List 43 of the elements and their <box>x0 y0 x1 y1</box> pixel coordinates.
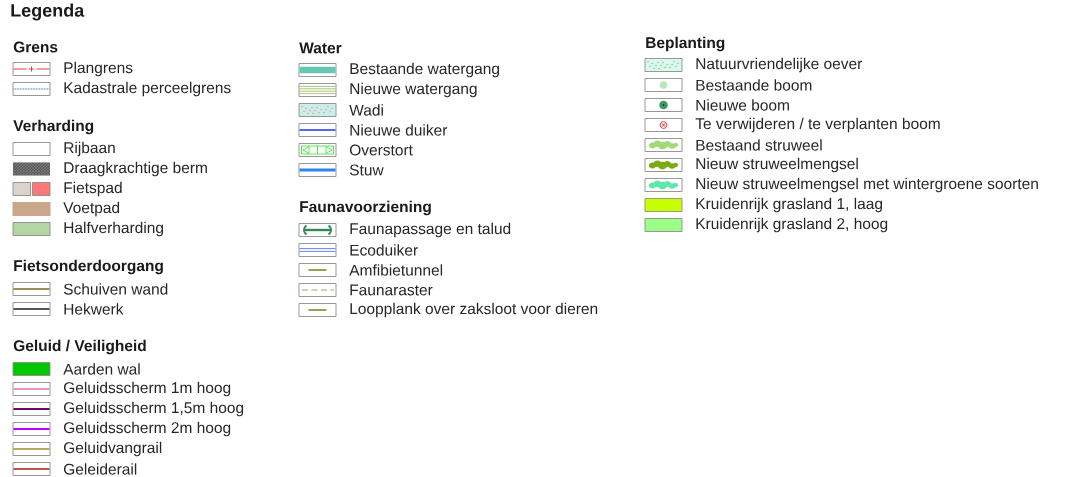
legend-label: Geluidsscherm 1m hoog <box>64 381 231 397</box>
legend-label: Nieuwe watergang <box>350 82 477 98</box>
legend-label: Bestaand struweel <box>696 139 822 151</box>
section-heading: Faunavoorziening <box>300 200 431 216</box>
section-heading: Beplanting <box>646 36 725 52</box>
legend-label: Geluidsscherm 2m hoog <box>64 421 231 437</box>
legend-label: Rijbaan <box>64 141 115 157</box>
legend-label: Schuiven wand <box>63 283 168 295</box>
legend-label: Nieuw struweelmengsel met wintergroene soorten <box>696 177 1038 193</box>
legend-label: Geleiderail <box>64 463 137 475</box>
legend-label: Te verwijderen / te verplanten boom <box>695 117 940 133</box>
legend-label: Bestaande watergang <box>350 62 499 78</box>
section-heading: Fietsonderdoorgang <box>14 259 163 275</box>
legend-label: Bestaande boom <box>696 79 812 91</box>
legend-label: Kadastrale perceelgrens <box>64 81 231 97</box>
legend-title: Legenda <box>11 3 85 21</box>
legend-label: Voetpad <box>63 201 120 217</box>
legend-label: Overstort <box>349 144 413 156</box>
legend-label: Geluidvangrail <box>64 441 162 457</box>
legend-label: Hekwerk <box>64 303 124 315</box>
section-heading: Verharding <box>13 119 94 135</box>
section-heading: Geluid / Veiligheid <box>13 339 146 355</box>
legend-label: Faunaraster <box>350 284 433 296</box>
legend-label: Nieuwe duiker <box>350 124 448 136</box>
legend-label: Aarden wal <box>63 363 140 375</box>
legend-label: Draagkrachtige berm <box>64 161 207 177</box>
legend-label: Wadi <box>349 104 383 116</box>
legend-label: Nieuw struweelmengsel <box>696 157 858 173</box>
section-heading: Grens <box>13 41 58 53</box>
legend-label: Ecoduiker <box>350 244 418 256</box>
legend-label: Geluidsscherm 1,5m hoog <box>64 401 244 417</box>
legend-label: Loopplank over zaksloot voor dieren <box>350 302 598 318</box>
legend-label: Kruidenrijk grasland 2, hoog <box>696 217 888 233</box>
legend-label: Plangrens <box>64 61 133 77</box>
legend-label: Amfibietunnel <box>349 264 443 276</box>
legend-label: Fietspad <box>64 181 122 197</box>
legend-label: Faunapassage en talud <box>350 222 511 238</box>
legend-label: Natuurvriendelijke oever <box>696 57 863 73</box>
legend-label: Nieuwe boom <box>696 99 789 111</box>
legend-label: Stuw <box>349 164 384 176</box>
legend-label: Kruidenrijk grasland 1, laag <box>696 197 882 213</box>
legend-label: Halfverharding <box>64 221 163 237</box>
section-heading: Water <box>299 42 342 54</box>
